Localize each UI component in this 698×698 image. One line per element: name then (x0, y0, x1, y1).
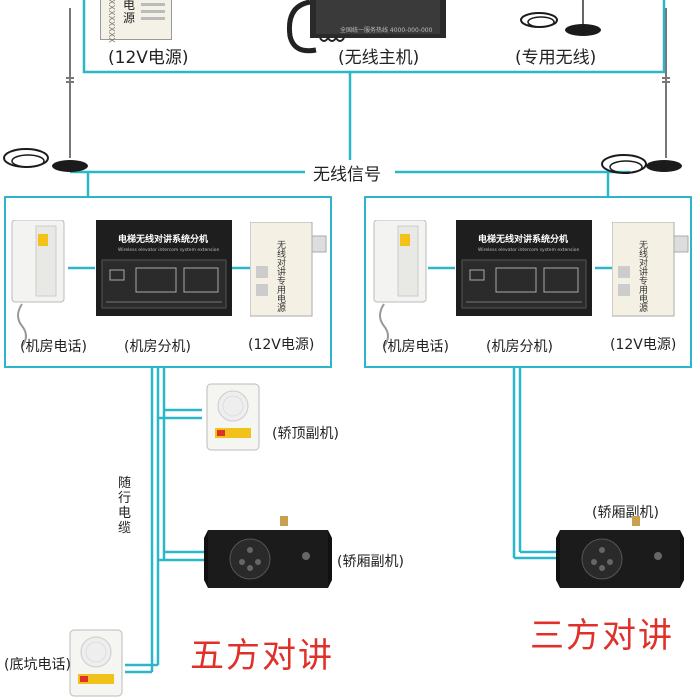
left-phone-label: (机房电话) (20, 339, 87, 355)
top-antenna-label: (专用无线) (515, 48, 597, 68)
signal-label: 无线信号 (310, 160, 384, 185)
top-psu-box: XXXXXXXX 电源 (100, 0, 172, 43)
top-frame (82, 0, 666, 74)
cable-label: 随行电缆 (118, 476, 132, 536)
left-psu-text: 无线对讲专用电源 (275, 240, 286, 313)
left-antenna-icon (3, 8, 88, 172)
left-phone-device (11, 220, 65, 347)
right-host-subtitle: Wireless elevator intercom system extens… (478, 247, 579, 253)
left-car-device (204, 516, 332, 588)
top-antenna-device (520, 0, 601, 36)
top-host-label: (无线主机) (338, 48, 420, 68)
top-host-small-text: 全国统一服务热线 4000-000-000 (340, 26, 433, 34)
top-psu-small-text: XXXXXXXX (107, 0, 116, 43)
right-car-label: (轿厢副机) (592, 505, 659, 521)
right-car-device (556, 516, 684, 588)
car-top-device (206, 383, 260, 451)
right-phone-device (373, 220, 427, 347)
top-host-device: 全国统一服务热线 4000-000-000 (286, 0, 446, 54)
left-psu-device: 无线对讲专用电源 (250, 222, 327, 317)
left-host-title: 电梯无线对讲系统分机 (118, 233, 208, 245)
three-way-title: 三方对讲 (530, 616, 674, 656)
right-host-device: 电梯无线对讲系统分机 Wireless elevator intercom sy… (456, 220, 592, 316)
right-host-title: 电梯无线对讲系统分机 (478, 233, 568, 245)
left-host-subtitle: Wireless elevator intercom system extens… (118, 247, 219, 253)
left-unit-frame (4, 196, 332, 368)
right-host-label: (机房分机) (486, 339, 553, 355)
pit-phone-label: (底坑电话) (4, 657, 71, 673)
right-unit-frame (364, 196, 692, 368)
top-psu-label: (12V电源) (108, 48, 189, 68)
top-psu-text: 电源 (123, 0, 136, 25)
right-phone-label: (机房电话) (382, 339, 449, 355)
right-psu-label: (12V电源) (610, 337, 677, 353)
left-host-device: 电梯无线对讲系统分机 Wireless elevator intercom sy… (96, 220, 232, 316)
car-top-label: (轿顶副机) (272, 426, 339, 442)
left-car-label: (轿厢副机) (337, 554, 404, 570)
right-psu-text: 无线对讲专用电源 (637, 240, 648, 313)
right-psu-device: 无线对讲专用电源 (612, 222, 689, 317)
left-psu-label: (12V电源) (248, 337, 315, 353)
five-way-title: 五方对讲 (190, 636, 334, 676)
left-host-label: (机房分机) (124, 339, 191, 355)
right-antenna-icon (601, 8, 682, 174)
pit-phone-device (69, 629, 123, 697)
